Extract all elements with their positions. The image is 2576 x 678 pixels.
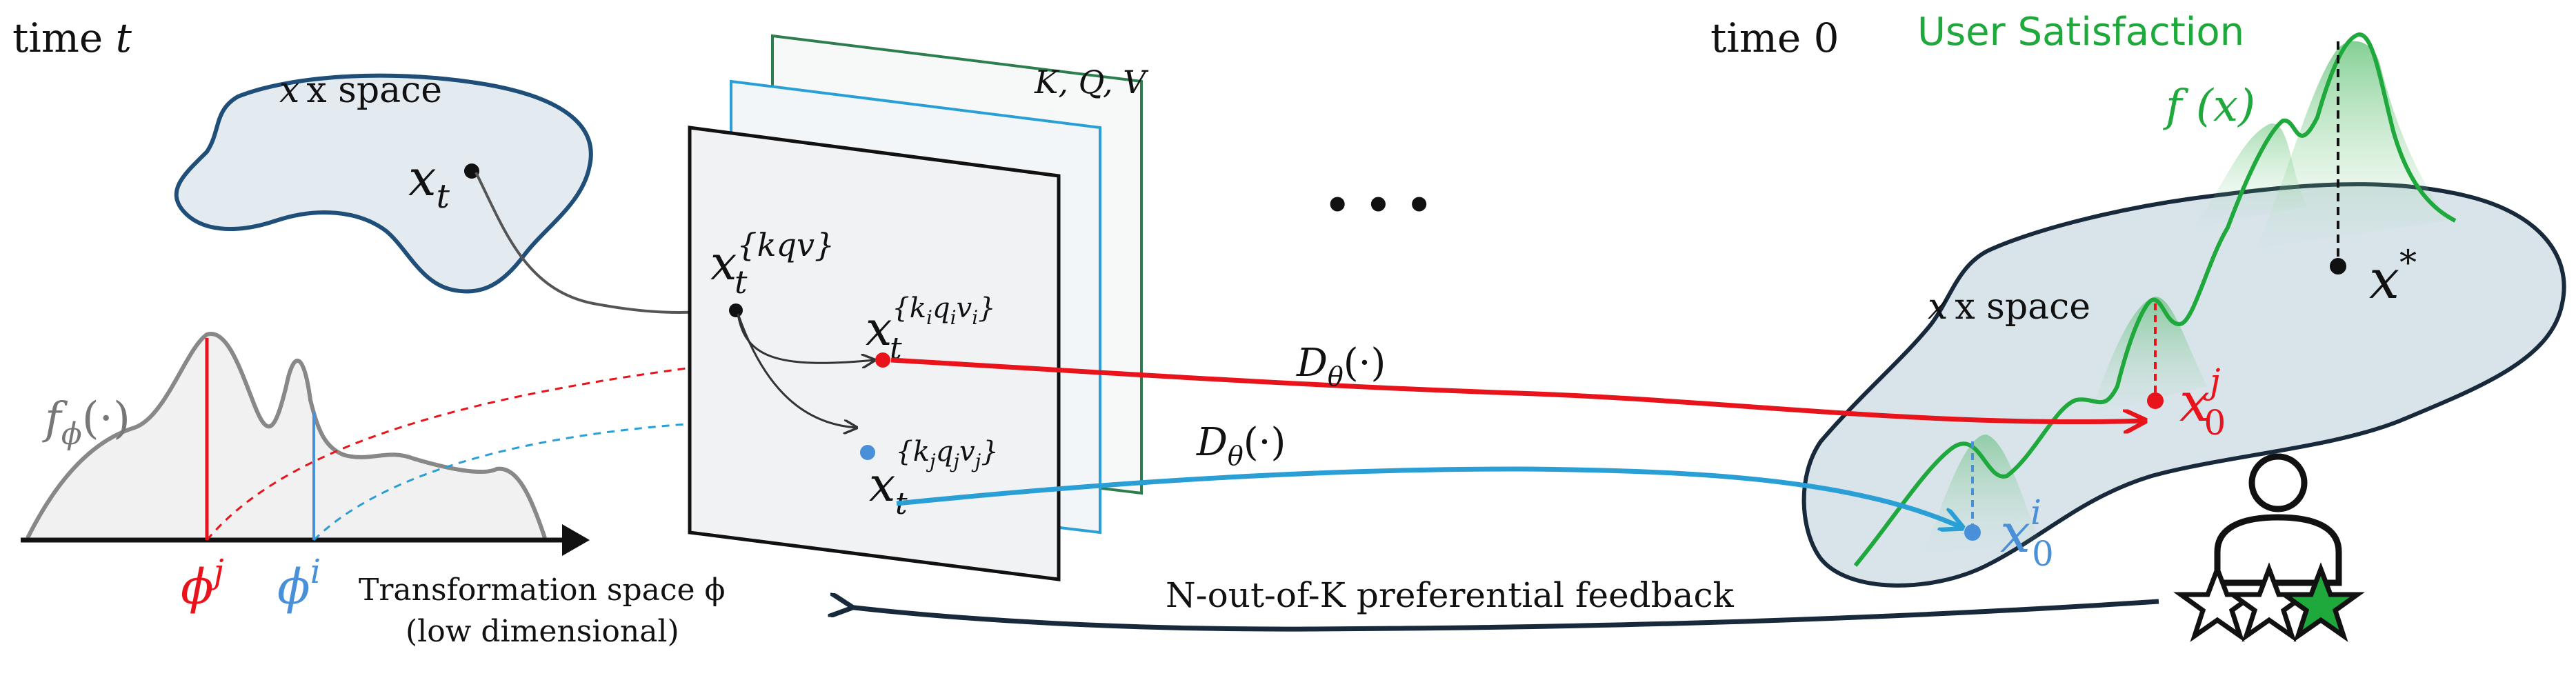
- xt-to-layer-arrow: [475, 172, 724, 312]
- f-phi-curve: [26, 332, 547, 539]
- x-t-red-point: [875, 352, 890, 368]
- feedback-arrow: [848, 601, 2159, 632]
- star-rating: [2173, 562, 2365, 642]
- kqv-to-red-arrow: [737, 313, 875, 363]
- x-t-red-label: x{kiqivi}: [866, 292, 996, 357]
- x-t-kqv-label: x{kqv}: [710, 226, 835, 291]
- x-space-blob-left: [174, 73, 593, 294]
- low-dimensional-label: (low dimensional): [406, 614, 679, 649]
- x-t-blue-label: x{kjqjvj}: [869, 436, 999, 512]
- f-x-label: f (x): [2163, 81, 2255, 132]
- ellipsis: • • •: [1324, 181, 1432, 230]
- x-star-label: x*: [2369, 243, 2417, 311]
- x-t-label: xt: [408, 149, 450, 216]
- user-icon: [2214, 453, 2342, 586]
- x-star-point: [2330, 258, 2346, 275]
- time-0-label: time 0: [1710, 14, 1839, 61]
- x-t-kqv-point: [729, 303, 743, 317]
- d-theta-red-label: Dθ(·): [1296, 341, 1386, 392]
- star-icon: [2277, 562, 2365, 642]
- user-satisfaction-label: User Satisfaction: [1917, 10, 2244, 54]
- f-phi-label: fϕ(·): [42, 393, 130, 452]
- transformation-space-label: Transformation space ϕ: [359, 572, 726, 608]
- feedback-label: N-out-of-K preferential feedback: [1166, 575, 1734, 615]
- x0-j-point: [2147, 392, 2164, 409]
- kqv-to-blue-arrow: [737, 313, 857, 428]
- d-theta-red-arrow: [890, 357, 2145, 422]
- phi-axis-arrowhead: [562, 524, 590, 556]
- green-mountain-main: [2255, 41, 2448, 248]
- d-theta-blue-label: Dθ(·): [1196, 420, 1286, 471]
- x-t-kqv-sub: t: [735, 263, 748, 301]
- x-t-blue-point: [860, 445, 875, 460]
- phi-j-dashed-arrow: [206, 354, 814, 541]
- x0-i-point: [1964, 524, 1981, 541]
- phi-i-label: ϕi: [277, 552, 321, 615]
- x-t-point: [464, 163, 479, 179]
- kqv-label: K, Q, V: [1034, 63, 1149, 101]
- f-phi-filled-area: [28, 333, 545, 538]
- phi-j-label: ϕj: [181, 552, 224, 615]
- time-t-label: time t: [12, 14, 132, 61]
- d-theta-blue-arrow: [896, 466, 1962, 528]
- x-t-red-sub: t: [890, 331, 902, 366]
- f-x-curve: [1853, 32, 2457, 567]
